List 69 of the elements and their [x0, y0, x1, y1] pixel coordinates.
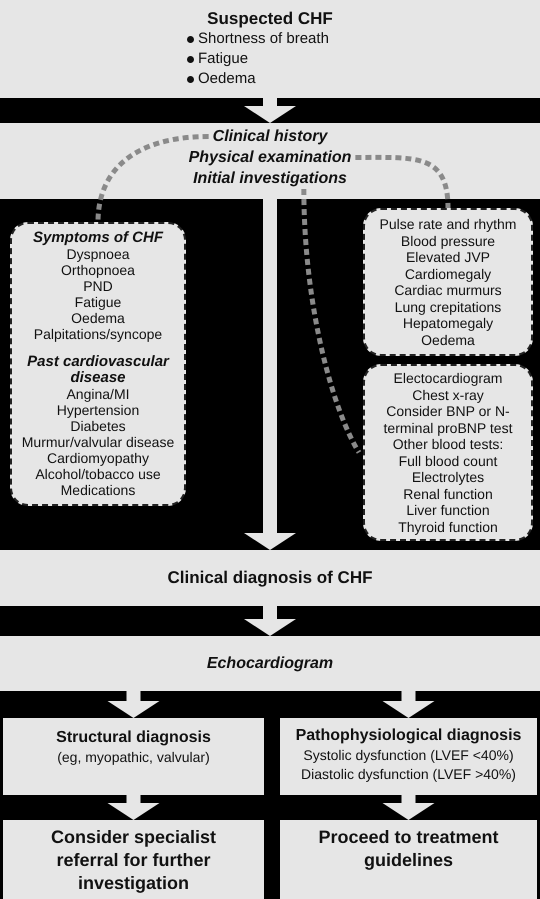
list-text: Other blood tests:: [392, 436, 504, 452]
list-text: Medications: [60, 482, 136, 498]
process-box: [280, 718, 537, 795]
list-text: Pulse rate and rhythm: [380, 216, 516, 232]
dashed-connector: [301, 188, 362, 454]
block-arrow: [244, 98, 296, 123]
list-text: Electrolytes: [412, 469, 484, 486]
list-text: Diabetes: [70, 418, 126, 434]
block-arrow: [108, 795, 160, 820]
list-text: Thyroid function: [398, 518, 498, 535]
step-text: Physical examination: [188, 149, 352, 166]
list-text: Alcohol/tobacco use: [35, 466, 161, 482]
dashed-connector: [96, 134, 209, 222]
list-text: Blood pressure: [400, 232, 496, 249]
list-text: Murmur/valvular disease: [22, 434, 174, 450]
process-box: [3, 718, 264, 795]
list-text: Oedema: [198, 69, 256, 89]
box-title: Suspected CHF: [207, 8, 333, 29]
step-band: [0, 123, 540, 199]
list-text: Shortness of breath: [198, 29, 329, 49]
block-arrow: [108, 691, 160, 718]
box-title: Echocardiogram: [206, 654, 334, 674]
list-heading: Past cardiovascular disease: [26, 354, 170, 386]
dashed-rounded-box: [10, 222, 186, 506]
list-text: Fatigue: [74, 294, 122, 310]
outcome-box: [280, 820, 537, 899]
list-text: Dyspnoea: [66, 246, 130, 262]
box-title: Structural diagnosis: [56, 728, 211, 748]
box-title: Clinical diagnosis of CHF: [168, 567, 372, 590]
list-text: PND: [83, 278, 113, 294]
list-text: Palpitations/syncope: [34, 326, 162, 342]
list-text: Oedema: [71, 310, 125, 326]
step-text: Clinical history: [212, 128, 328, 145]
dashed-rounded-box: [363, 364, 533, 541]
dashed-connector: [355, 154, 450, 208]
process-box: [0, 550, 540, 606]
list-text: Orthopnoea: [61, 262, 135, 278]
list-text: Electocardiogram: [394, 370, 502, 386]
outcome-box: [3, 820, 264, 899]
process-box: [0, 636, 540, 691]
list-heading: Symptoms of CHF: [32, 230, 163, 246]
list-text: Full blood count: [398, 452, 498, 469]
list-text: Hepatomegaly: [402, 315, 494, 332]
block-arrow: [382, 691, 434, 718]
box-title: Consider specialist referral for further investigation: [50, 826, 218, 895]
box-title: Proceed to treatment guidelines: [317, 826, 500, 872]
box-detail: (eg, myopathic, valvular): [57, 748, 210, 767]
dashed-rounded-box: [363, 208, 533, 356]
list-text: Chest x-ray: [412, 386, 484, 403]
block-arrow: [244, 199, 296, 550]
start-box: [0, 0, 540, 98]
list-text: Fatigue: [198, 49, 248, 69]
list-text: Renal function: [403, 486, 493, 502]
list-text: Cardiomegaly: [404, 266, 492, 282]
list-text: Cardiac murmurs: [394, 282, 502, 298]
list-text: Angina/MI: [66, 386, 130, 402]
box-title: Pathophysiological diagnosis: [296, 726, 522, 746]
list-text: Elevated JVP: [406, 249, 490, 266]
block-arrow: [382, 795, 434, 820]
list-text: Cardiomyopathy: [47, 450, 149, 466]
list-text: Lung crepitations: [394, 298, 502, 315]
box-detail: Diastolic dysfunction (LVEF >40%): [301, 765, 516, 784]
list-text: Liver function: [406, 502, 490, 518]
block-arrow: [244, 606, 296, 636]
list-text: Hypertension: [56, 402, 140, 418]
list-text: Consider BNP or N-terminal proBNP test: [382, 403, 514, 436]
step-text: Initial investigations: [193, 170, 347, 187]
box-detail: Systolic dysfunction (LVEF <40%): [303, 746, 514, 765]
list-text: Oedema: [421, 332, 475, 348]
